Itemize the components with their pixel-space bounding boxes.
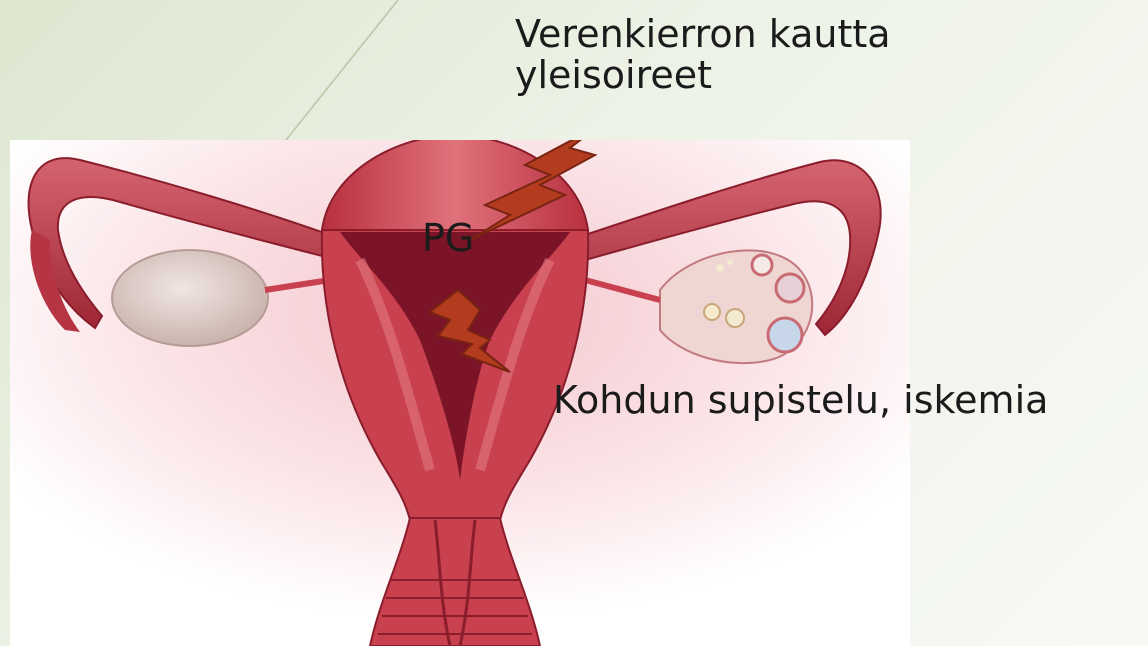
follicle-small <box>716 264 724 272</box>
follicle <box>768 318 802 352</box>
left-ovary <box>112 250 268 346</box>
corpus-albicans <box>704 304 720 320</box>
follicle <box>776 274 804 302</box>
follicle-small <box>727 259 733 265</box>
contraction-ischemia-label: Kohdun supistelu, iskemia <box>553 380 1048 421</box>
prostaglandin-label: PG <box>422 218 474 259</box>
systemic-effects-label: Verenkierron kautta yleisoireet <box>515 14 985 96</box>
corpus-albicans <box>726 309 744 327</box>
diagonal-line <box>270 0 398 160</box>
follicle <box>752 255 772 275</box>
